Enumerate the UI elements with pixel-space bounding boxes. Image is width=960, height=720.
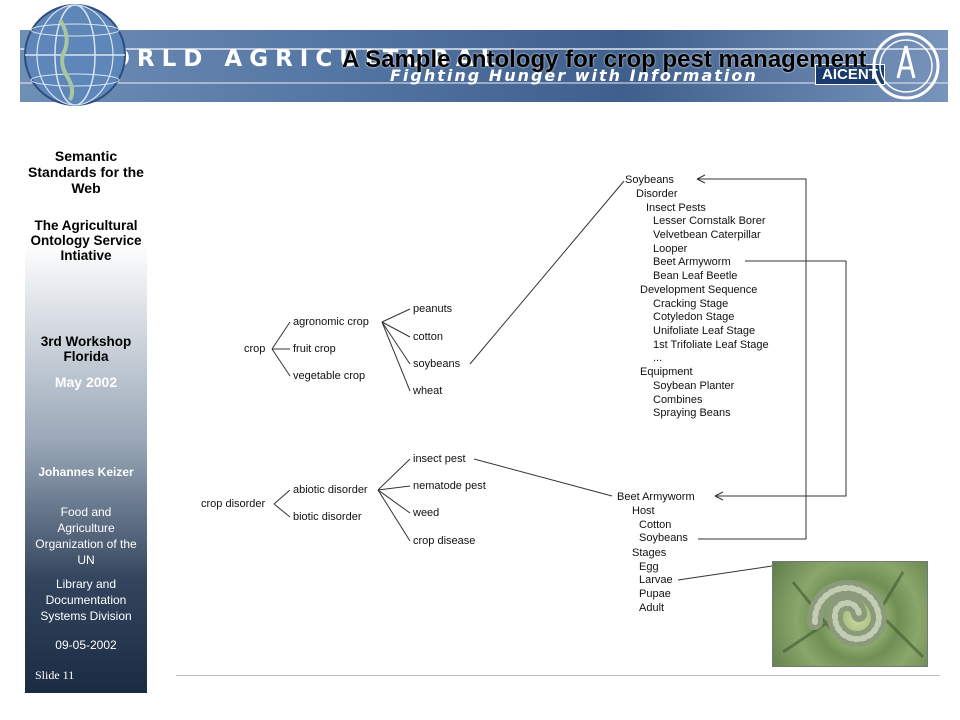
disorder-child-label: abiotic disorder — [293, 484, 368, 496]
hierarchy-node: Larvae — [639, 574, 673, 586]
sidebar-organization: Food and Agriculture Organization of the… — [35, 505, 137, 567]
slide-number: Slide 11 — [35, 668, 75, 682]
disorder-tree-connectors — [273, 458, 613, 542]
hierarchy-node: Insect Pests — [646, 202, 706, 214]
hierarchy-node: 1st Trifoliate Leaf Stage — [653, 339, 769, 351]
crop-root-label: crop — [244, 343, 265, 355]
banner-stripe-lower — [20, 82, 948, 84]
hierarchy-node: Beet Armyworm — [653, 256, 731, 268]
hierarchy-node: Disorder — [636, 188, 678, 200]
disorder-leaf-label: insect pest — [413, 453, 466, 465]
sidebar: Semantic Standards for the Web The Agric… — [25, 130, 147, 693]
disorder-tree: crop disorder abiotic disorder biotic di… — [201, 453, 486, 547]
crop-leaf-label: wheat — [412, 385, 442, 397]
footer-divider — [176, 675, 940, 676]
crop-tree-connectors — [271, 180, 625, 392]
hierarchy-node: Spraying Beans — [653, 407, 731, 419]
header-banner: WORLD AGRICULTURAL Fighting Hunger with … — [20, 30, 948, 102]
disorder-leaf-label: weed — [412, 507, 439, 519]
caterpillar-image-icon — [782, 571, 925, 659]
hierarchy-node: Cotton — [639, 519, 671, 531]
hierarchy-node: Development Sequence — [640, 284, 757, 296]
crop-leaf-label: cotton — [413, 331, 443, 343]
hierarchy-node: Pupae — [639, 588, 671, 600]
banner-main-text: WORLD AGRICULTURAL — [78, 46, 503, 72]
hierarchy-node: Velvetbean Caterpillar — [653, 229, 761, 241]
hierarchy-node: Combines — [653, 394, 703, 406]
sidebar-date: 09-05-2002 — [55, 638, 117, 652]
crop-leaf-label: soybeans — [413, 358, 461, 370]
slide-title: A Sample ontology for crop pest manageme… — [342, 46, 867, 73]
sidebar-division: Library and Documentation Systems Divisi… — [40, 577, 132, 623]
banner-tagline: Fighting Hunger with Information — [390, 66, 758, 85]
hierarchy-node: Soybean Planter — [653, 380, 735, 392]
globe-logo-icon — [24, 4, 126, 106]
hierarchy-node: Adult — [639, 602, 664, 614]
hierarchy-node: Host — [632, 505, 655, 517]
cross-reference-lines — [677, 174, 847, 581]
crop-tree: crop agronomic crop fruit crop vegetable… — [244, 303, 461, 397]
caterpillar-photo — [772, 561, 928, 667]
hierarchy-node: Egg — [639, 561, 659, 573]
crop-child-label: agronomic crop — [293, 316, 369, 328]
disorder-root-label: crop disorder — [201, 498, 266, 510]
sidebar-author: Johannes Keizer — [38, 465, 134, 479]
sidebar-initiative: The Agricultural Ontology Service Intiat… — [30, 218, 142, 263]
aicent-logo: AICENT — [815, 64, 885, 85]
hierarchy-node: Equipment — [640, 366, 693, 378]
crop-child-label: vegetable crop — [293, 370, 365, 382]
hierarchy-node: Beet Armyworm — [617, 491, 695, 503]
armyworm-hierarchy: Beet Armyworm Host Cotton Soybeans Stage… — [617, 491, 695, 614]
banner-stripe — [20, 48, 948, 50]
sidebar-workshop-topic: Semantic Standards for the Web — [28, 148, 144, 196]
disorder-leaf-label: nematode pest — [413, 480, 486, 492]
hierarchy-node: Soybeans — [639, 532, 688, 544]
hierarchy-node: Unifoliate Leaf Stage — [653, 325, 755, 337]
hierarchy-node: Soybeans — [625, 174, 674, 186]
disorder-child-label: biotic disorder — [293, 511, 362, 523]
disorder-leaf-label: crop disease — [413, 535, 475, 547]
hierarchy-node: Lesser Cornstalk Borer — [653, 215, 766, 227]
hierarchy-node: Cracking Stage — [653, 298, 728, 310]
hierarchy-node: Bean Leaf Beetle — [653, 270, 737, 282]
sidebar-workshop-date: May 2002 — [54, 374, 118, 390]
crop-child-label: fruit crop — [293, 343, 336, 355]
hierarchy-node: Stages — [632, 547, 667, 559]
soybeans-hierarchy: Soybeans Disorder Insect Pests Lesser Co… — [625, 174, 769, 419]
crop-leaf-label: peanuts — [413, 303, 453, 315]
hierarchy-node: Looper — [653, 243, 688, 255]
hierarchy-node: Cotyledon Stage — [653, 311, 734, 323]
hierarchy-node: ... — [653, 352, 662, 364]
sidebar-workshop-location: 3rd Workshop Florida — [40, 334, 132, 364]
fao-logo-icon — [872, 32, 940, 100]
